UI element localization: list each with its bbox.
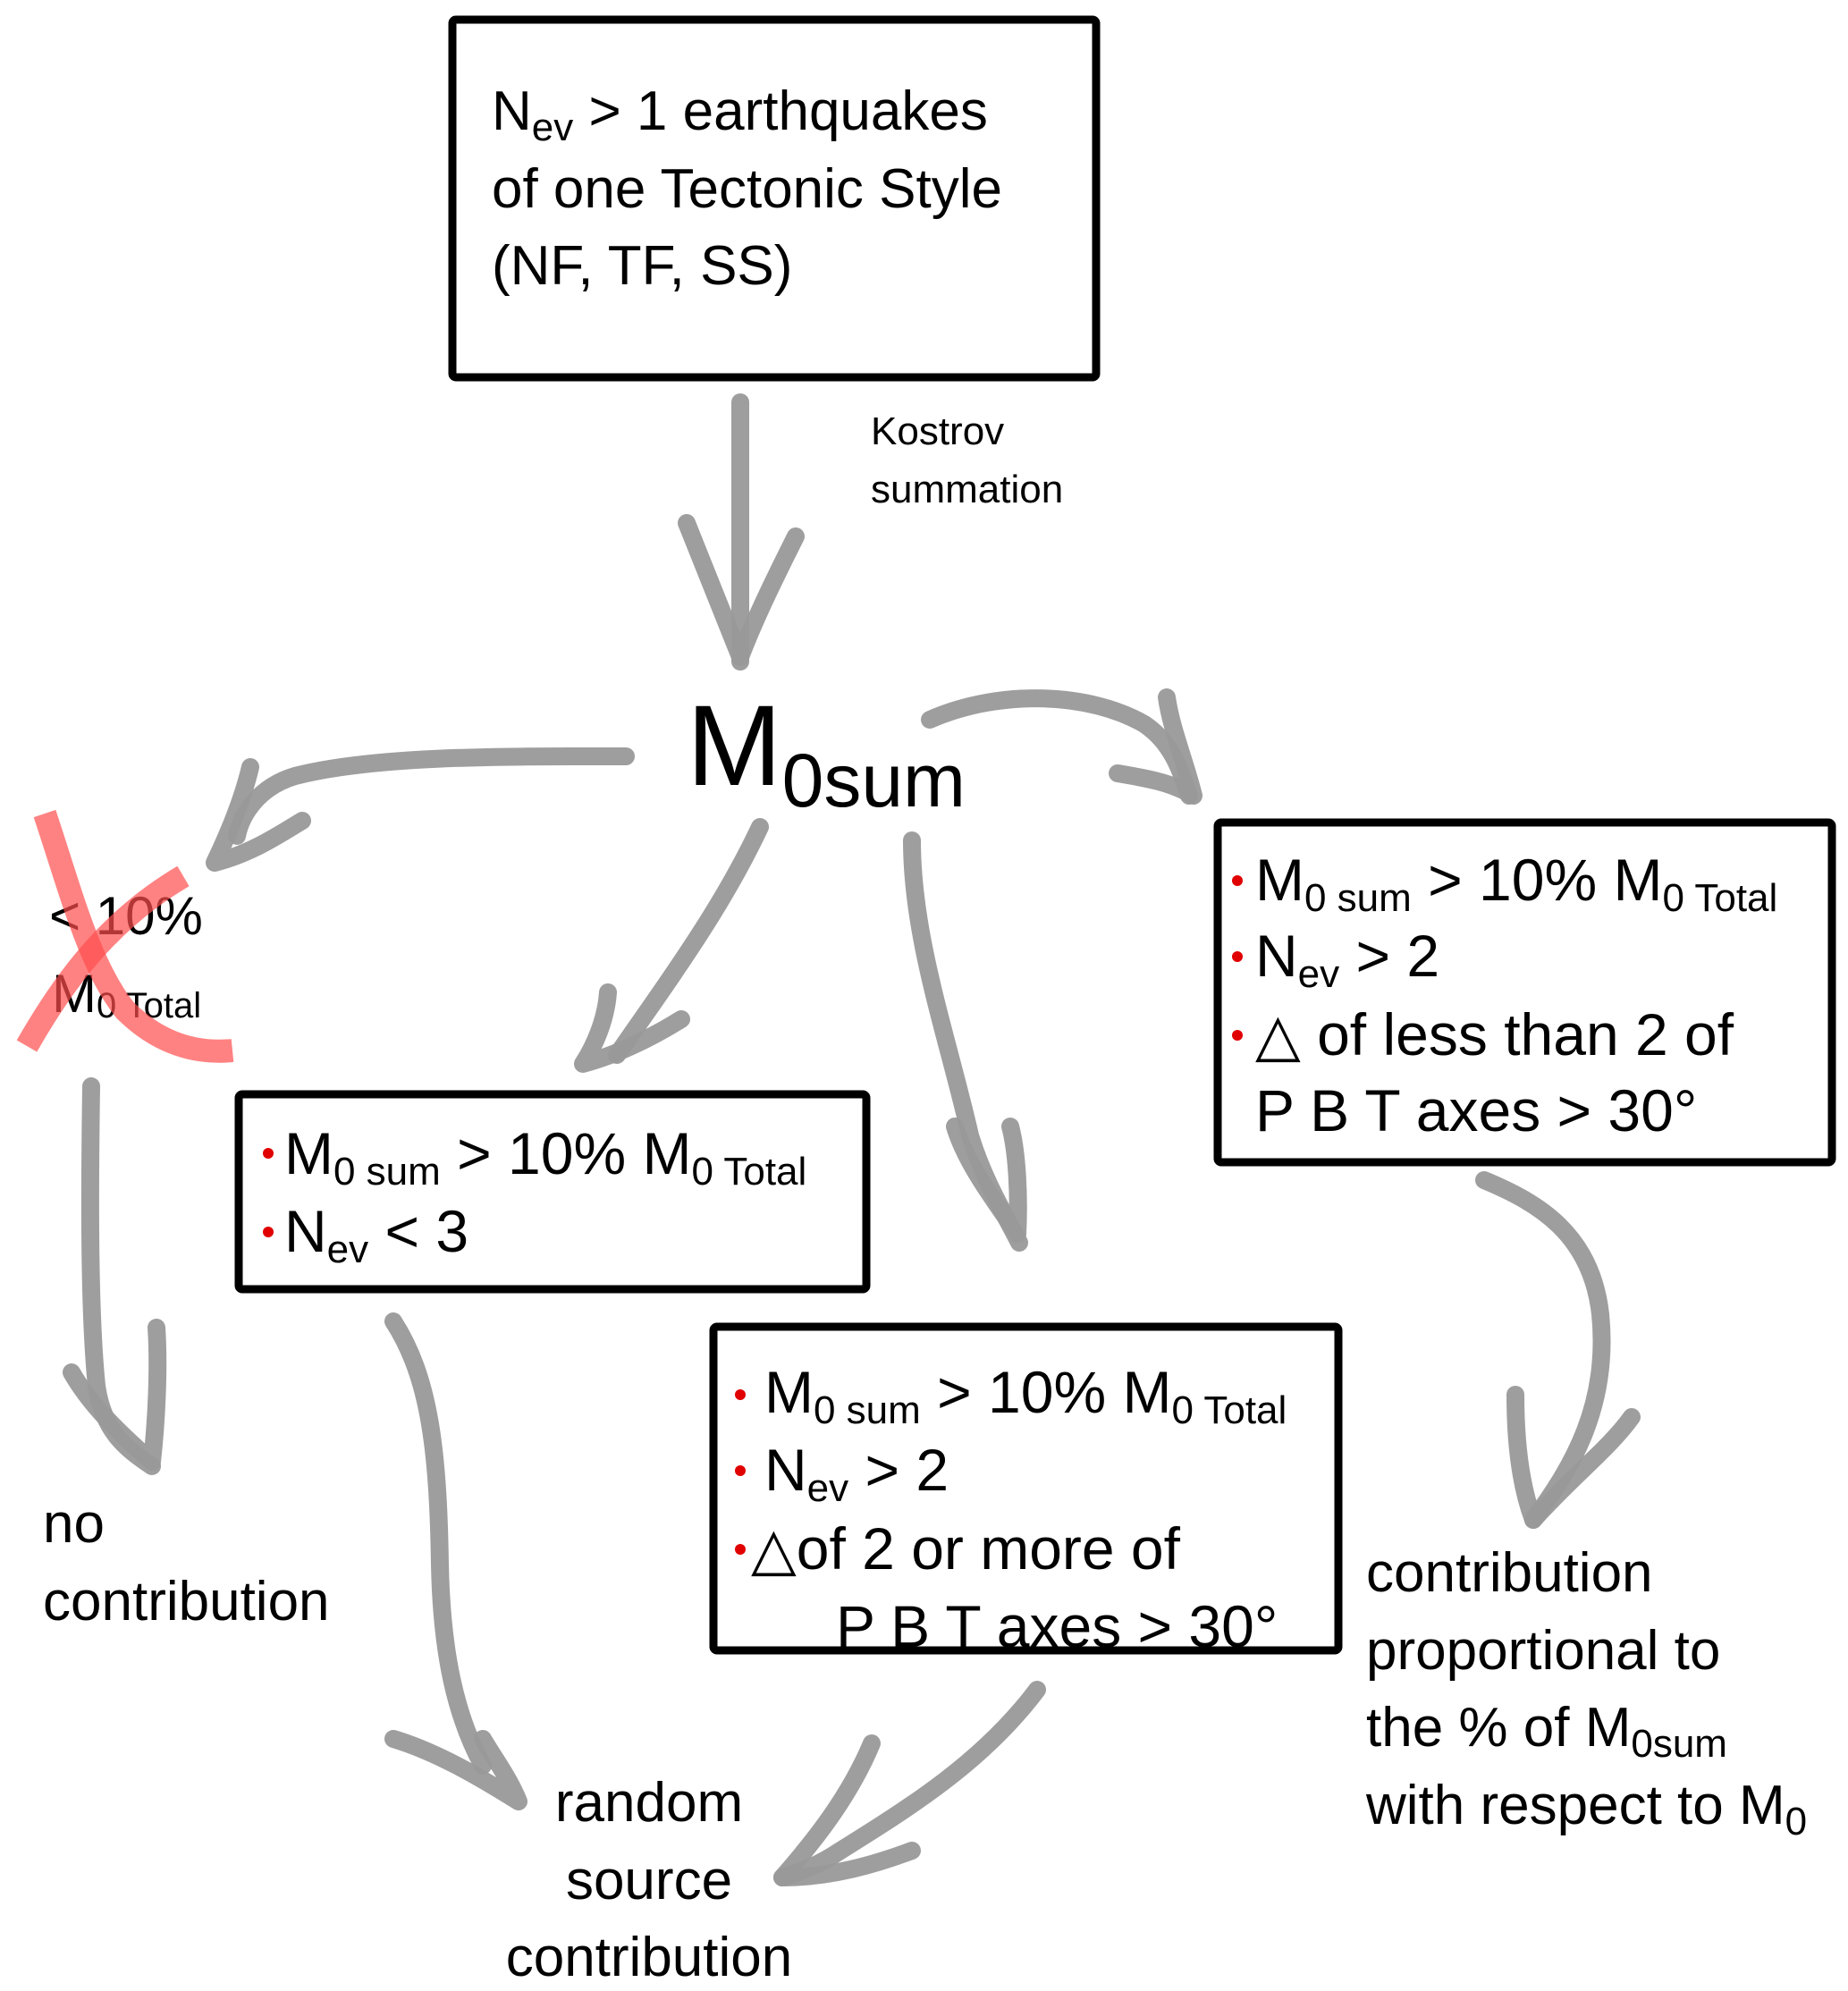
- criterion-moment: M0 sum > 10% M0 Total: [764, 1359, 1287, 1432]
- excluded-node: < 10% M0 Total: [16, 809, 234, 1063]
- arrow-to-proportional: [1475, 1171, 1641, 1529]
- criterion-axes-continuation: P B T axes > 30°: [836, 1593, 1278, 1659]
- bullet-icon: [735, 1389, 746, 1400]
- criteria-box-few-events: M0 sum > 10% M0 Total Nev < 3: [234, 1090, 871, 1294]
- criterion-event-count: Nev > 2: [764, 1437, 949, 1510]
- bullet-icon: [263, 1227, 274, 1237]
- outcome-no-contribution: no contribution: [43, 1493, 330, 1632]
- start-line-1: Nev > 1 earthquakes: [492, 80, 988, 149]
- bullet-icon: [735, 1544, 746, 1555]
- svg-text:the % of M0sum: the % of M0sum: [1366, 1697, 1727, 1766]
- delta-triangle-icon: △: [1255, 1001, 1301, 1067]
- svg-text:contribution: contribution: [1366, 1542, 1653, 1604]
- svg-text:contribution: contribution: [43, 1571, 330, 1632]
- criteria-box-consistent-mechanisms: M0 sum > 10% M0 Total Nev > 2 △ of less …: [1213, 818, 1836, 1167]
- arrow-kostrov: [678, 393, 805, 671]
- svg-text:with respect to M0: with respect to M0: [1365, 1775, 1807, 1843]
- m0sum-node: M0sum: [687, 682, 966, 823]
- arrow-to-few-events-box: [574, 818, 769, 1073]
- kostrov-summation-label: Kostrov summation: [871, 409, 1063, 511]
- start-line-3: (NF, TF, SS): [492, 235, 792, 297]
- svg-text:proportional to: proportional to: [1366, 1620, 1720, 1682]
- outcome-random-source: random source contribution: [506, 1772, 793, 1988]
- criterion-event-count: Nev < 3: [284, 1198, 468, 1271]
- criterion-event-count: Nev > 2: [1255, 923, 1439, 996]
- criterion-moment: M0 sum > 10% M0 Total: [284, 1120, 806, 1194]
- arrow-to-random-from-left: [384, 1312, 527, 1810]
- criterion-axes-change: △ of less than 2 of: [1255, 1001, 1734, 1067]
- svg-text:Kostrov: Kostrov: [871, 409, 1004, 453]
- svg-text:random: random: [555, 1772, 743, 1834]
- delta-triangle-icon: △: [751, 1515, 797, 1582]
- svg-text:summation: summation: [871, 468, 1063, 511]
- start-box: Nev > 1 earthquakes of one Tectonic Styl…: [448, 15, 1101, 382]
- arrow-to-consistent-box: [921, 688, 1202, 805]
- bullet-icon: [735, 1465, 746, 1476]
- svg-text:source: source: [566, 1850, 732, 1911]
- svg-text:no: no: [43, 1493, 105, 1555]
- bullet-icon: [263, 1148, 274, 1159]
- arrow-to-no-contribution: [63, 1077, 167, 1475]
- criterion-axes-continuation: P B T axes > 30°: [1255, 1077, 1697, 1143]
- outcome-proportional: contribution proportional to the % of M0…: [1365, 1542, 1807, 1843]
- arrow-to-excluded: [206, 747, 635, 872]
- bullet-icon: [1232, 875, 1243, 886]
- criterion-moment: M0 sum > 10% M0 Total: [1255, 847, 1777, 920]
- start-line-2: of one Tectonic Style: [492, 158, 1002, 220]
- bullet-icon: [1232, 951, 1243, 962]
- svg-text:contribution: contribution: [506, 1927, 793, 1988]
- criterion-axes-change: △of 2 or more of: [751, 1515, 1181, 1582]
- arrow-to-random-from-bottom-box: [773, 1681, 1046, 1886]
- arrow-to-variable-box: [903, 831, 1028, 1252]
- bullet-icon: [1232, 1030, 1243, 1041]
- red-x-cross-icon: [16, 809, 234, 1063]
- criteria-box-variable-mechanisms: M0 sum > 10% M0 Total Nev > 2 △of 2 or m…: [709, 1322, 1343, 1659]
